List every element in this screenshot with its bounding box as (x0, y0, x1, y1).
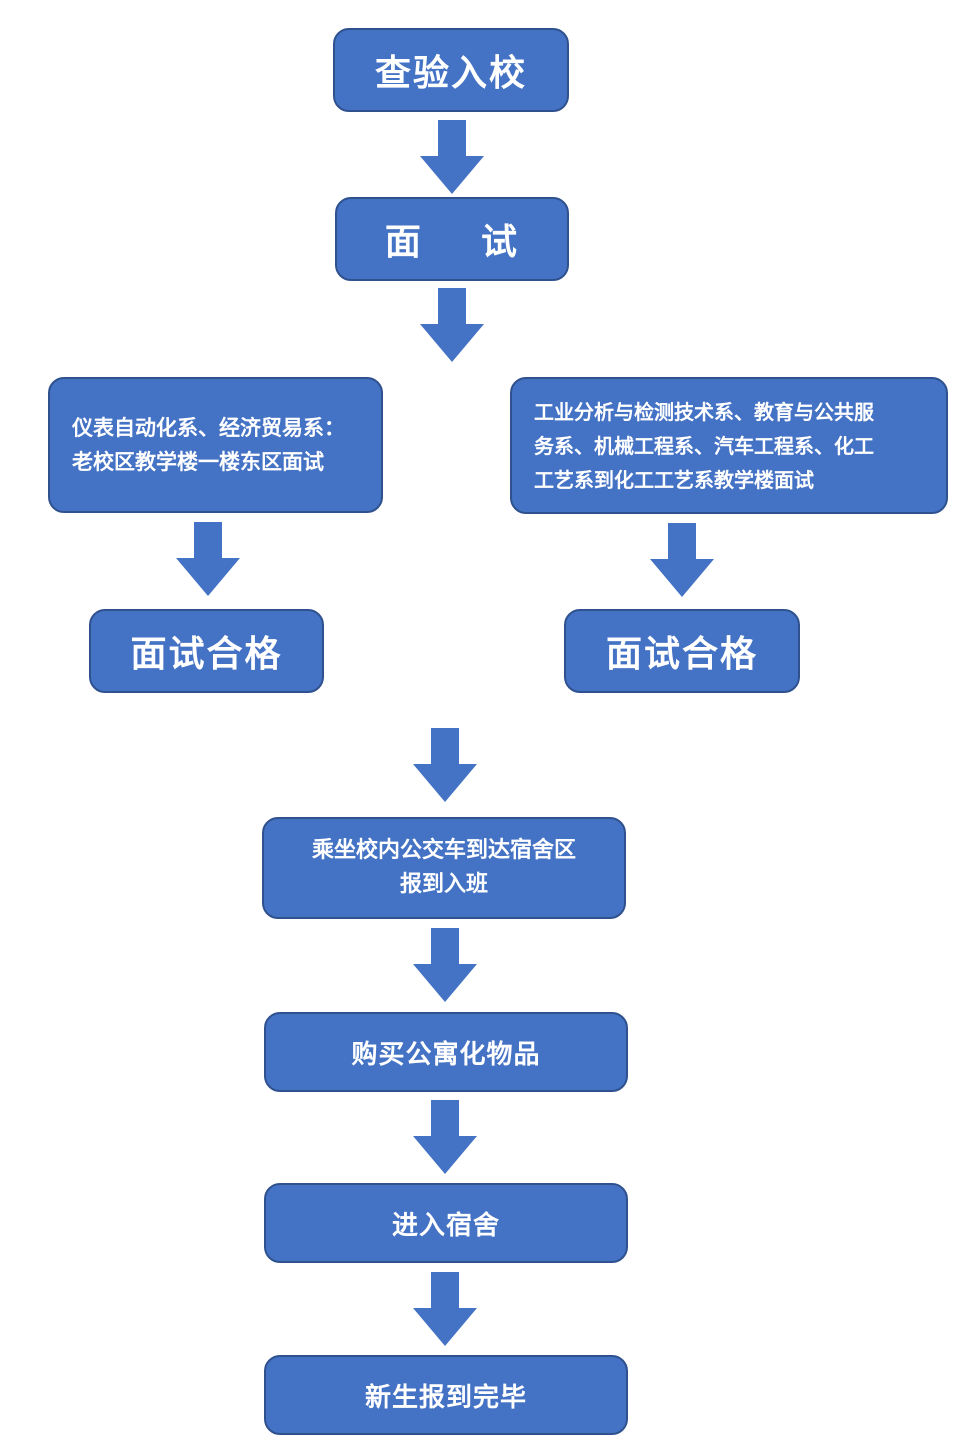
step-done-box: 新生报到完毕 (264, 1355, 628, 1435)
branch-left-label: 仪表自动化系、经济贸易系： 老校区教学楼一楼东区面试 (72, 416, 345, 474)
branch-left-box: 仪表自动化系、经济贸易系： 老校区教学楼一楼东区面试 (48, 377, 383, 513)
step-interview-label: 面 试 (384, 222, 520, 263)
arrow-down-icon (413, 928, 477, 1002)
step-bus-box: 乘坐校内公交车到达宿舍区 报到入班 (262, 817, 626, 919)
pass-right-box: 面试合格 (564, 609, 800, 693)
arrow-down-icon (413, 1272, 477, 1346)
branch-right-box: 工业分析与检测技术系、教育与公共服 务系、机械工程系、汽车工程系、化工 工艺系到… (510, 377, 948, 514)
step-dorm-box: 进入宿舍 (264, 1183, 628, 1263)
step-buy-box: 购买公寓化物品 (264, 1012, 628, 1092)
arrow-down-icon (420, 120, 484, 194)
arrow-down-icon (176, 522, 240, 596)
step-interview: 面 试 (335, 197, 569, 281)
arrow-down-icon (413, 728, 477, 802)
pass-left-box: 面试合格 (89, 609, 324, 693)
pass-left-label: 面试合格 (130, 634, 283, 675)
step-done-label: 新生报到完毕 (364, 1382, 527, 1413)
arrow-down-icon (650, 523, 714, 597)
arrow-down-icon (420, 288, 484, 362)
step-dorm-label: 进入宿舍 (391, 1210, 500, 1241)
pass-right-label: 面试合格 (605, 634, 758, 675)
step-check-entry-label: 查验入校 (374, 53, 527, 94)
step-buy-label: 购买公寓化物品 (351, 1039, 541, 1070)
step-bus-label: 乘坐校内公交车到达宿舍区 报到入班 (311, 838, 576, 897)
branch-right-label: 工业分析与检测技术系、教育与公共服 务系、机械工程系、汽车工程系、化工 工艺系到… (534, 399, 874, 492)
step-check-entry: 查验入校 (333, 28, 569, 112)
arrow-down-icon (413, 1100, 477, 1174)
